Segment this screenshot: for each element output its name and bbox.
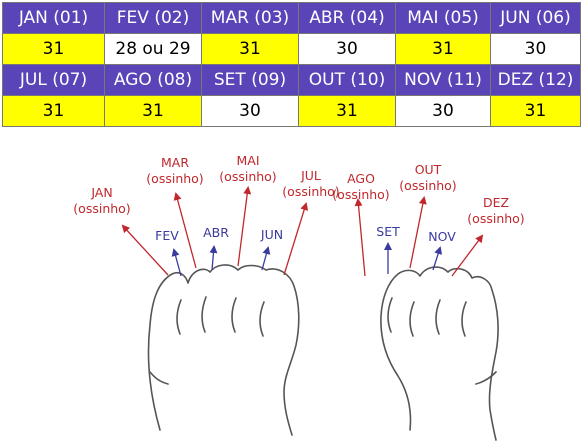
left-finger-crease [231,297,237,333]
left-finger-crease [201,296,207,333]
label-abr: ABR [203,225,229,240]
left-fist-illustration [147,264,300,436]
left-finger-crease [149,371,169,385]
month-header-cell: DEZ (12) [490,64,581,96]
days-cell: 31 [201,33,299,65]
label-dez: DEZ [483,195,509,210]
month-header-cell: FEV (02) [104,2,202,34]
arrow-mar [173,192,197,269]
arrow-ago [354,198,366,277]
right-finger-crease [461,301,467,337]
month-header-cell: MAI (05) [395,2,491,34]
label-out: OUT [415,162,442,177]
days-cell: 28 ou 29 [104,33,202,65]
days-cell: 31 [2,33,105,65]
days-cell: 31 [2,95,105,127]
right-fist-illustration [380,266,499,441]
month-header-cell: JUL (07) [2,64,105,96]
label-ago-ossinho: (ossinho) [332,187,389,202]
right-finger-crease [475,371,497,385]
days-cell: 31 [104,95,202,127]
days-cell: 31 [395,33,491,65]
arrow-dez [451,234,484,277]
month-header-cell: SET (09) [201,64,299,96]
label-mai-ossinho: (ossinho) [219,169,276,184]
month-header-cell: JAN (01) [2,2,105,34]
label-jul: JUL [300,168,321,183]
arrow-fev [171,248,182,277]
label-jan-ossinho: (ossinho) [73,201,130,216]
label-jul-ossinho: (ossinho) [282,184,339,199]
arrow-jan [121,224,169,276]
label-ago: AGO [347,171,375,186]
table-row: JUL (07) AGO (08) SET (09) OUT (10) NOV … [2,64,581,96]
right-finger-crease [435,299,441,335]
days-cell: 30 [201,95,299,127]
month-header-cell: AGO (08) [104,64,202,96]
arrows [121,186,484,277]
left-fist-outline [147,264,300,436]
arrow-jul [283,202,309,276]
arrow-jun [261,246,271,271]
months-days-table: JAN (01) FEV (02) MAR (03) ABR (04) MAI … [2,2,581,127]
month-header-cell: ABR (04) [298,2,396,34]
arrow-out [409,196,427,269]
knuckle-month-diagram: JAN (ossinho) MAR (ossinho) MAI (ossinho… [73,153,525,441]
left-finger-crease [259,301,265,337]
days-cell: 30 [395,95,491,127]
label-nov: NOV [428,229,456,244]
right-finger-crease [387,297,393,333]
days-cell: 31 [490,95,581,127]
month-header-cell: MAR (03) [201,2,299,34]
month-header-cell: OUT (10) [298,64,396,96]
label-fev: FEV [155,228,179,243]
right-fist-outline [380,266,499,441]
days-cell: 30 [490,33,581,65]
table-row: 31 28 ou 29 31 30 31 30 [2,33,581,65]
days-cell: 30 [298,33,396,65]
days-cell: 31 [298,95,396,127]
label-mai: MAI [236,153,259,168]
table-row: 31 31 30 31 30 31 [2,95,581,127]
label-dez-ossinho: (ossinho) [467,211,524,226]
arrow-nov [432,246,442,271]
left-finger-crease [176,299,182,335]
label-mar: MAR [161,155,189,170]
month-header-cell: JUN (06) [490,2,581,34]
label-jun: JUN [260,227,283,242]
arrow-abr [209,245,218,271]
label-out-ossinho: (ossinho) [399,178,456,193]
label-jan: JAN [90,185,112,200]
arrow-mai [237,186,252,267]
right-finger-crease [409,301,415,337]
table-row: JAN (01) FEV (02) MAR (03) ABR (04) MAI … [2,2,581,34]
label-mar-ossinho: (ossinho) [146,171,203,186]
label-set: SET [376,224,400,239]
labels: JAN (ossinho) MAR (ossinho) MAI (ossinho… [73,153,524,244]
month-header-cell: NOV (11) [395,64,491,96]
